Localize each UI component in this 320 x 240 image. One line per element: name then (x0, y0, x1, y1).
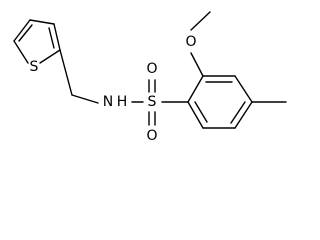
atom-label-s-thiophene: S (30, 59, 39, 75)
bond-thiophene-c1-c2-double (18, 24, 33, 42)
bond-thiophene-c4-s (39, 49, 61, 64)
atom-label-h: H (117, 94, 128, 110)
bond-benzene-c3-c4 (234, 75, 253, 103)
bond-benzene-c6-c1 (187, 101, 204, 129)
atom-label-n: N (103, 94, 113, 110)
atom-label-o-bottom: O (146, 128, 157, 144)
atom-label-s-sulfonyl: S (148, 94, 157, 110)
bond-ch2-n (71, 94, 99, 104)
bond-thiophene-c1-c2 (13, 19, 31, 42)
bond-benzene-c1-c2 (187, 75, 204, 103)
bond-benzene-c4-c5 (234, 101, 253, 129)
bond-thiophene-c3-c4-double (48, 27, 55, 49)
atom-label-o-methoxy: O (185, 34, 196, 50)
benzene-ring (161, 75, 253, 129)
bond-benzene-c4-c5-double (230, 101, 246, 124)
bond-benzene-c6-c1-double (194, 101, 208, 123)
atom-label-o-top: O (146, 61, 157, 77)
thiophene-ring (13, 19, 61, 64)
bond-thiophene-s-c1 (13, 40, 29, 64)
bond-thiophene-c2-c3 (29, 19, 55, 25)
bond-thiophene-c3-c4 (53, 23, 61, 51)
bond-o-methyl (190, 11, 211, 31)
bond-benzene-o-methoxy (190, 52, 204, 77)
bond-thiophene-ch2 (59, 49, 73, 96)
molecule-diagram: S N H S O O O (13, 11, 287, 144)
